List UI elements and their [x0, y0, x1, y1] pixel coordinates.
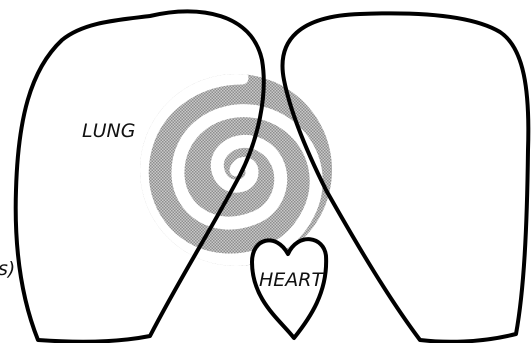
edge-fragment-label: s)	[0, 258, 15, 280]
lung-label: LUNG	[82, 120, 135, 142]
heart-label: HEART	[259, 269, 324, 291]
spiral-icon	[140, 74, 332, 266]
